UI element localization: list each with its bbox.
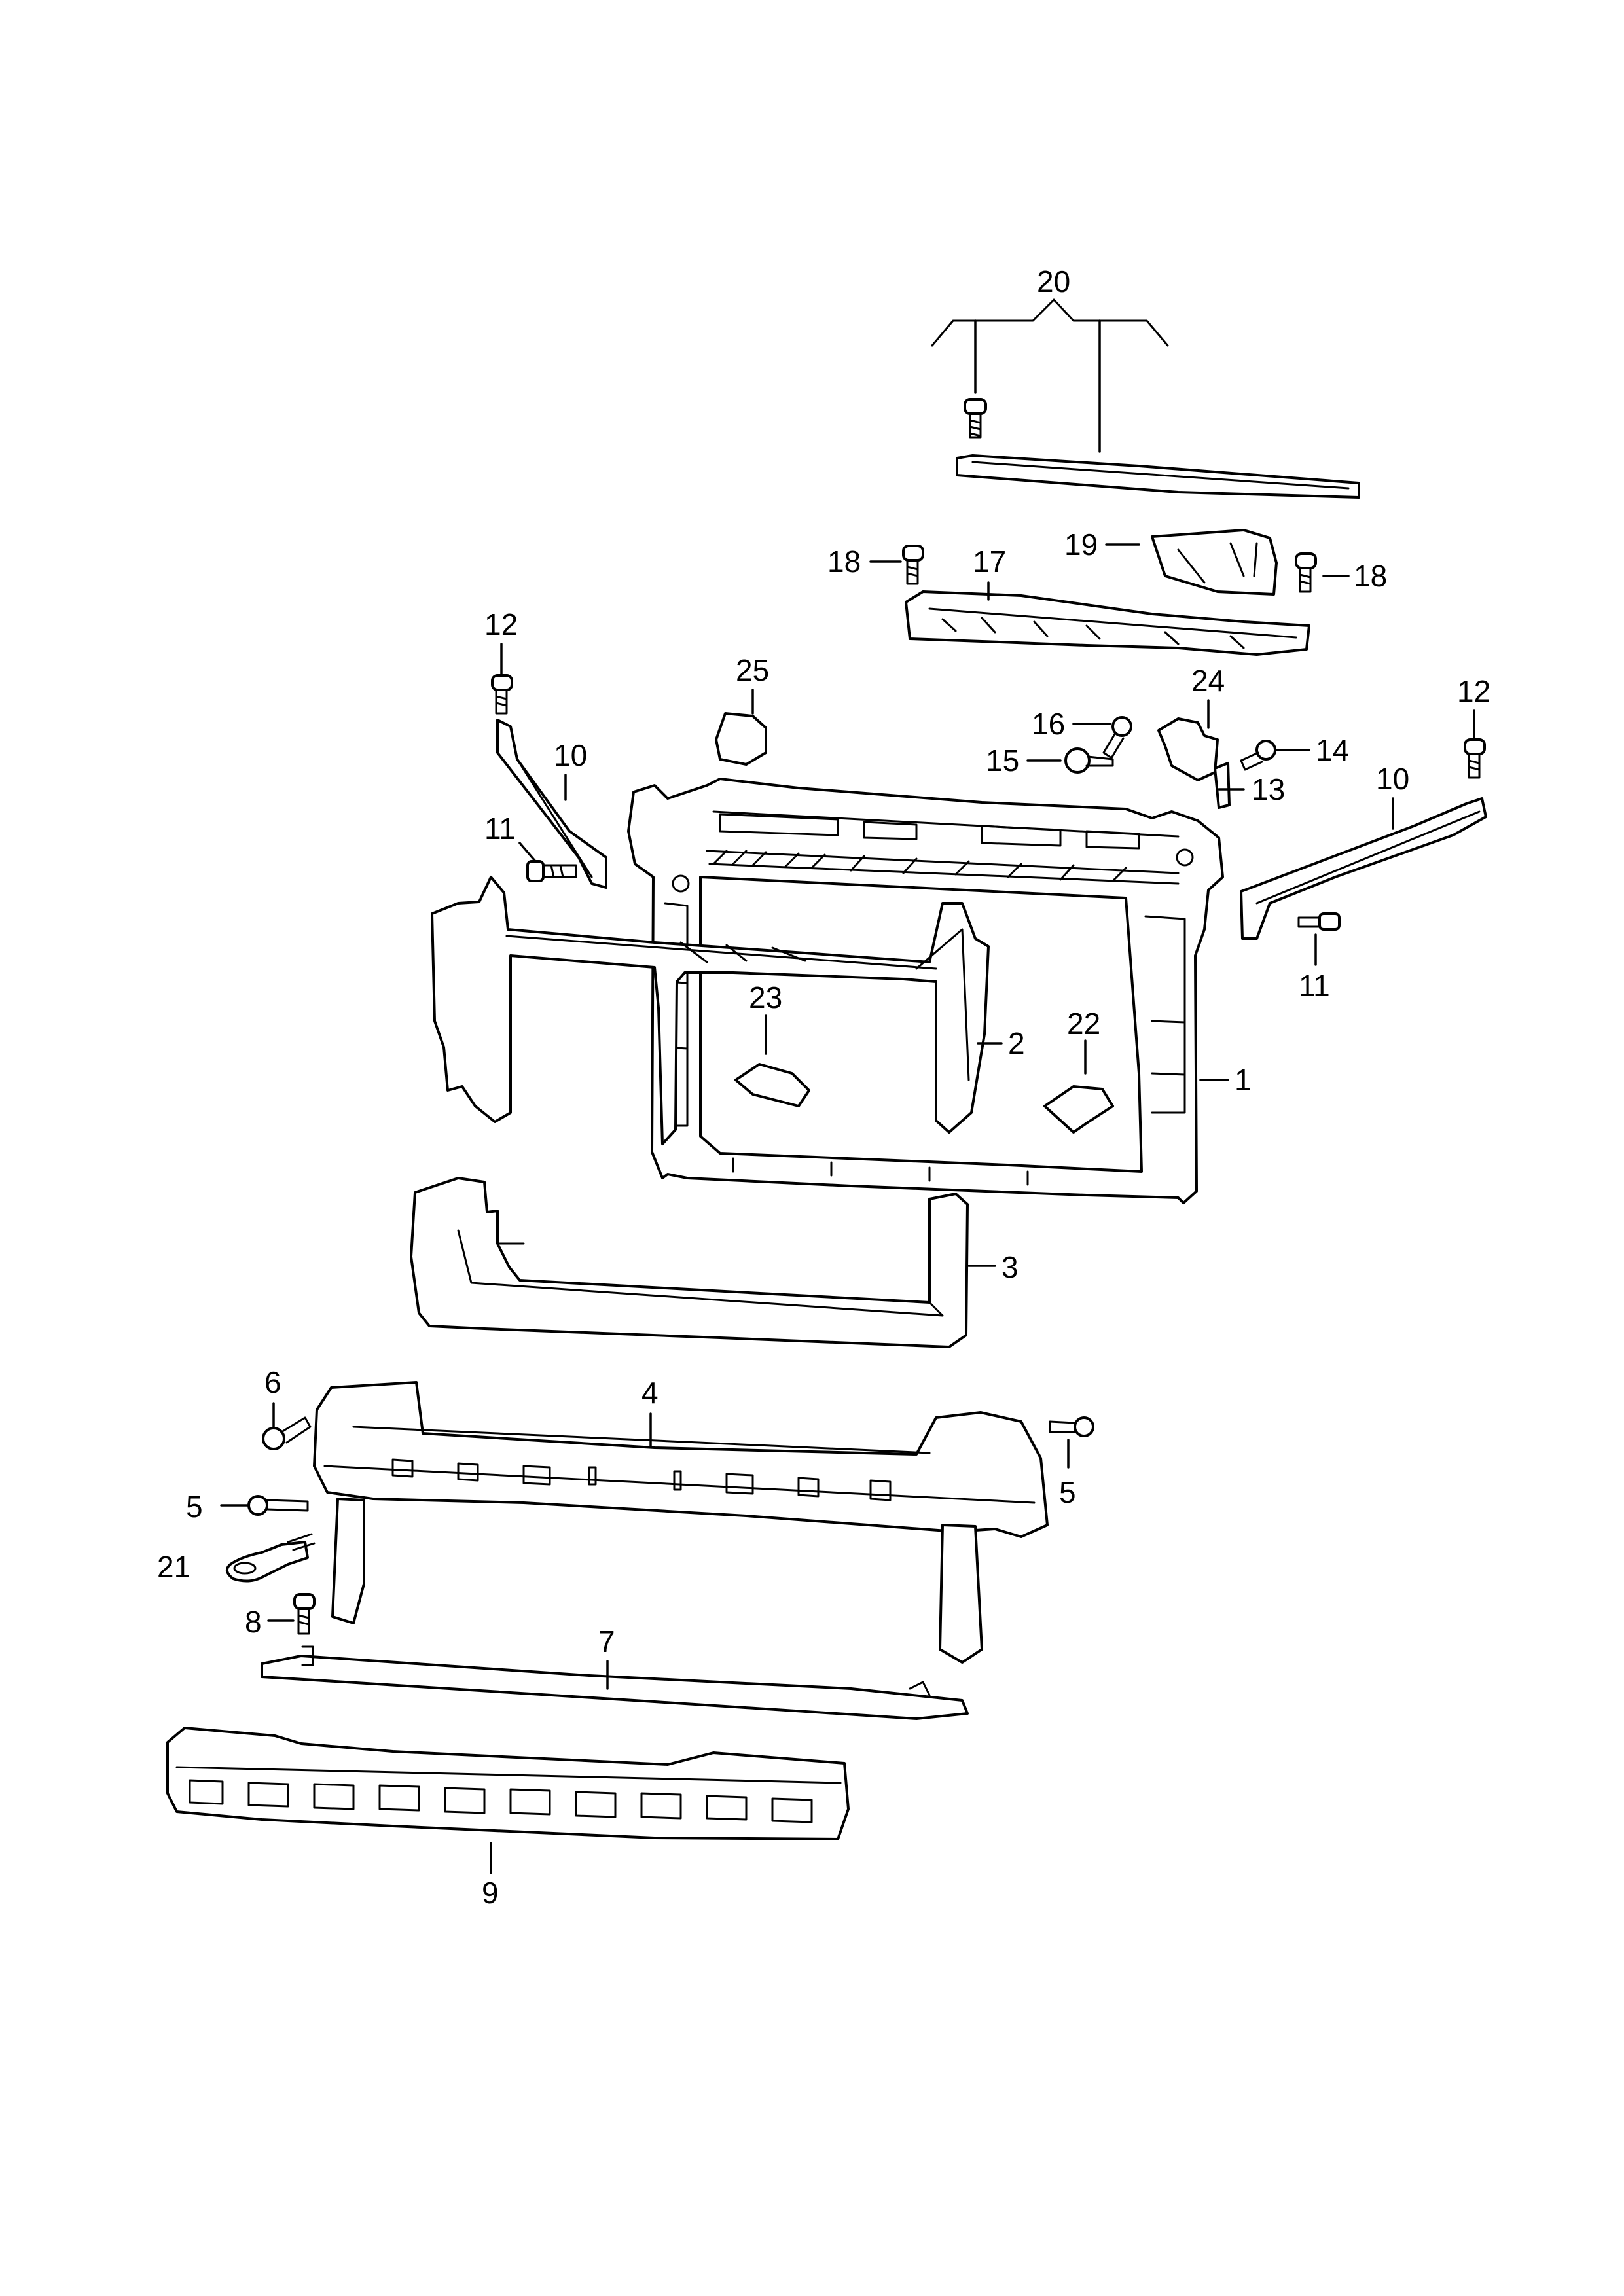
callout-9: 9 [482, 1876, 499, 1910]
callout-labels: 1 2 3 4 5 5 6 7 8 9 10 10 11 11 12 12 13… [157, 264, 1490, 1910]
part-4-bumper-beam[interactable] [313, 1381, 1049, 1664]
callout-19: 19 [1064, 528, 1098, 562]
bolt-icon [1297, 912, 1341, 931]
part-10-bracket-left[interactable] [496, 719, 607, 889]
callout-24: 24 [1191, 664, 1225, 698]
callout-18-left: 18 [827, 545, 861, 579]
callout-10-right: 10 [1376, 762, 1409, 796]
callout-5-right: 5 [1059, 1475, 1076, 1509]
callout-10-left: 10 [554, 738, 587, 772]
screw-icon [1464, 738, 1486, 779]
callout-3: 3 [1001, 1250, 1019, 1284]
part-10-bracket-right[interactable] [1240, 797, 1487, 940]
callout-2: 2 [1008, 1026, 1025, 1060]
part-23-holder[interactable] [734, 1063, 810, 1107]
screw-icon [1240, 740, 1276, 771]
part-7-reinforcement-strip[interactable] [261, 1645, 969, 1720]
callout-22: 22 [1067, 1007, 1100, 1041]
bolt-icon [262, 1416, 312, 1450]
leader-lines [220, 543, 1475, 1874]
part-20-seal-strip[interactable] [931, 298, 1360, 499]
bolt-icon [526, 860, 577, 882]
callout-15: 15 [986, 744, 1019, 778]
screw-icon [293, 1593, 316, 1635]
screw-icon [902, 545, 924, 585]
screw-icon [1102, 716, 1132, 759]
callout-6: 6 [264, 1365, 281, 1399]
screw-icon [964, 398, 987, 439]
part-19-guide[interactable] [1151, 529, 1278, 596]
callout-11-left: 11 [484, 812, 516, 846]
callout-4: 4 [641, 1376, 659, 1410]
part-24-catch[interactable] [1157, 717, 1219, 781]
part-13-clip[interactable] [1214, 762, 1231, 809]
callout-21: 21 [157, 1550, 190, 1584]
screw-icon [1295, 552, 1317, 593]
clip-icon [1064, 747, 1114, 774]
bolt-icon [1049, 1416, 1094, 1437]
part-1-lock-carrier[interactable] [627, 778, 1224, 1204]
part-22-holder[interactable] [1043, 1085, 1114, 1134]
callout-20: 20 [1037, 264, 1070, 298]
callout-25: 25 [736, 653, 769, 687]
callout-7: 7 [598, 1624, 615, 1659]
part-25-catch[interactable] [715, 712, 767, 766]
callout-12-left: 12 [484, 607, 518, 641]
callout-18-right: 18 [1354, 559, 1387, 593]
screw-icon [491, 674, 513, 715]
part-17-upper-cover[interactable] [905, 590, 1310, 656]
part-9-energy-absorber[interactable] [166, 1727, 850, 1840]
bolt-icon [247, 1495, 309, 1516]
callout-12-right: 12 [1457, 674, 1490, 708]
callout-11-right: 11 [1299, 969, 1330, 1003]
callout-1: 1 [1235, 1063, 1252, 1097]
callout-23: 23 [749, 980, 782, 1014]
callout-17: 17 [973, 545, 1006, 579]
part-2-cross-member[interactable] [431, 876, 990, 1145]
callout-16: 16 [1032, 707, 1065, 741]
callout-14: 14 [1316, 733, 1349, 767]
callout-13: 13 [1252, 772, 1285, 806]
part-3-air-duct[interactable] [410, 1177, 969, 1348]
part-21-towing-eye[interactable] [225, 1533, 316, 1583]
callout-8: 8 [245, 1605, 262, 1639]
callout-5-left: 5 [186, 1490, 203, 1524]
